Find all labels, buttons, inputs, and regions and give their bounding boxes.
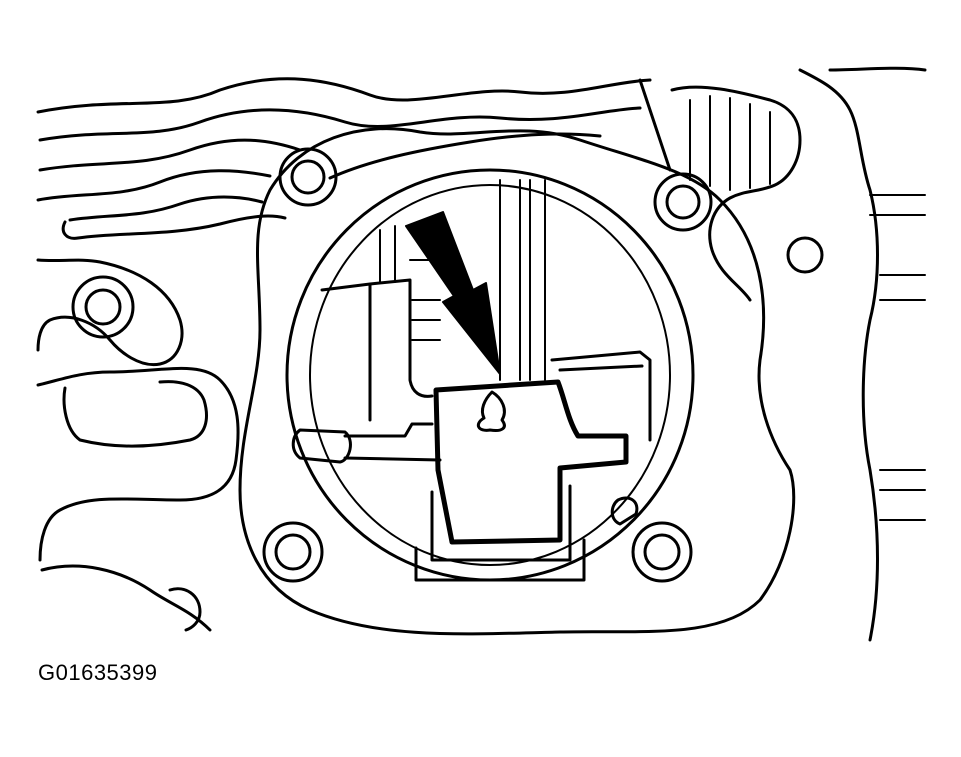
fluid-passages-left (36, 258, 240, 632)
bolt-hole-lower-left (274, 533, 312, 571)
housing-outline (238, 78, 796, 636)
bolt-hole-right (786, 236, 824, 274)
bolt-hole-left (84, 288, 122, 326)
fluid-passages-upper-left (36, 77, 652, 240)
figure-id-label: G01635399 (38, 660, 158, 685)
bolt-hole-upper-right (665, 184, 701, 220)
bolt-hole-upper-left (290, 159, 326, 195)
bracket-keyhole-slot (476, 390, 506, 432)
bolt-hole-lower-right (643, 533, 681, 571)
arrow-icon (405, 211, 501, 375)
central-bore (285, 168, 695, 582)
bolt-holes (71, 147, 824, 583)
retainer-bracket (414, 379, 629, 582)
right-side-components (670, 66, 927, 642)
